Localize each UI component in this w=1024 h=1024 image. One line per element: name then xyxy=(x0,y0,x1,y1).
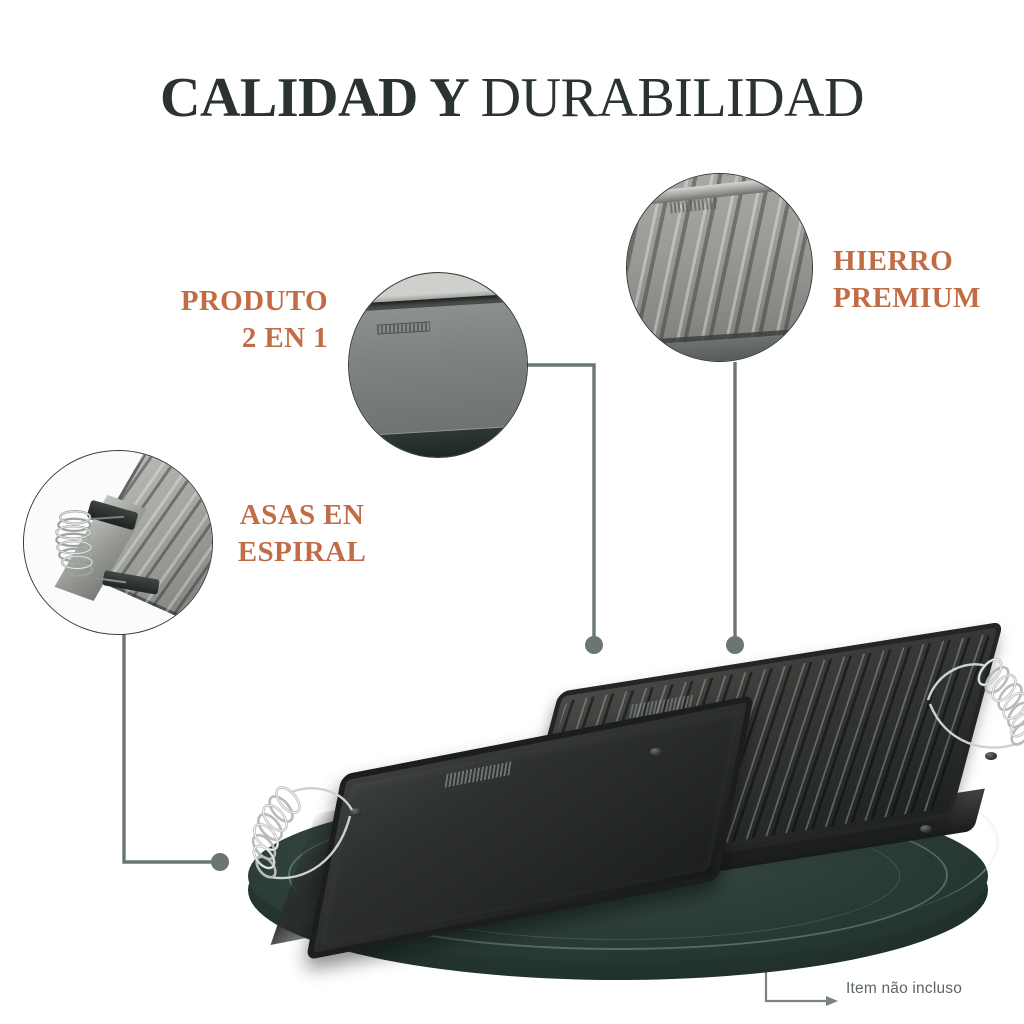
smooth-griddle-closeup xyxy=(349,273,527,457)
callout-circle-ribbed-griddle-surface xyxy=(626,173,813,362)
griddle-upper-stud-left xyxy=(350,808,362,816)
spiral-handle-left-icon xyxy=(251,786,354,880)
feature-label-asas-line1: ASAS EN xyxy=(239,499,365,531)
feature-label-hierro-line2: PREMIUM xyxy=(833,282,981,315)
griddle-upper-stud-right xyxy=(650,748,662,756)
callout-circle-spiral-handle xyxy=(23,450,213,635)
feature-label-produto-line1: PRODUTO xyxy=(180,285,328,317)
feature-label-asas-en-espiral: ASAS EN ESPIRAL xyxy=(212,497,392,571)
connector-dot-asas xyxy=(211,853,229,871)
feature-label-hierro-premium: HIERRO PREMIUM xyxy=(833,243,1023,317)
connector-path-asas xyxy=(122,634,214,864)
feature-label-asas-line2: ESPIRAL xyxy=(237,536,367,569)
spiral-handle-right-icon xyxy=(926,657,1024,749)
spiral-coil-icon xyxy=(54,509,93,577)
footnote: Item não incluso xyxy=(760,966,1022,1014)
ribbed-griddle-closeup xyxy=(627,174,812,361)
page-title: CALIDAD Y DURABILIDAD xyxy=(0,70,1024,126)
spiral-handle-closeup xyxy=(24,451,212,634)
callout-circle-smooth-griddle-surface xyxy=(348,272,528,458)
feature-label-hierro-line1: HIERRO xyxy=(833,245,954,277)
product-image-reversible-griddle xyxy=(230,621,1024,980)
griddle-lower-stud-front xyxy=(920,825,932,833)
page-title-light: DURABILIDAD xyxy=(480,67,865,129)
footnote-text: Item não incluso xyxy=(846,980,963,997)
connector-path-produto xyxy=(527,363,596,640)
griddle-lower-stud-right xyxy=(985,752,997,760)
feature-label-produto-2-en-1: PRODUTO 2 EN 1 xyxy=(100,283,328,357)
page-title-strong: CALIDAD Y xyxy=(160,67,481,129)
feature-label-produto-line2: 2 EN 1 xyxy=(241,322,328,355)
